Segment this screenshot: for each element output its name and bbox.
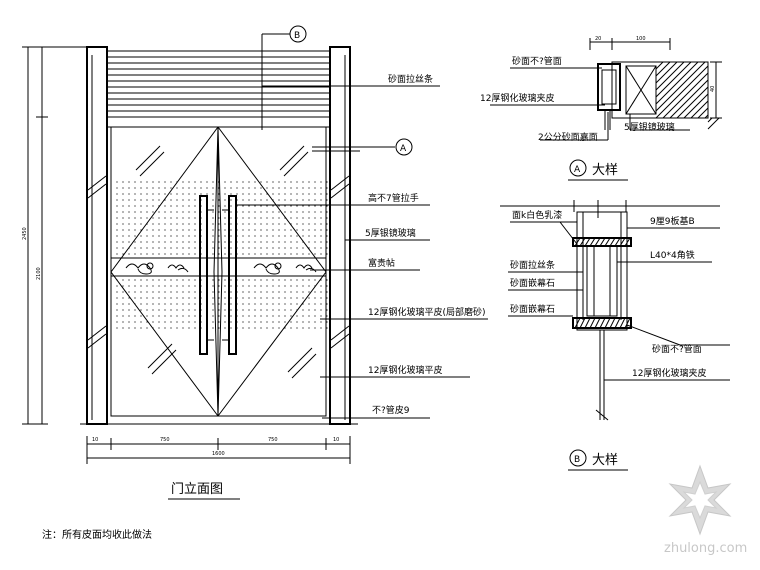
left-diamond	[110, 126, 219, 417]
right-pillar	[329, 46, 351, 425]
label-emblem: 富贵帖	[368, 257, 395, 269]
dim-bottom-total: 1600	[212, 451, 225, 457]
detail-a-marker-circle	[569, 159, 587, 177]
detail-b-label-mid-right: L40*4角铁	[650, 249, 695, 261]
right-handle	[228, 195, 237, 355]
right-emblem	[253, 262, 317, 275]
footnote: 注：所有皮面均收此做法	[42, 528, 152, 541]
marker-b-letter: B	[294, 31, 300, 41]
marker-b-circle	[289, 25, 307, 43]
detail-a-label-left: 12厚钢化玻璃夹皮	[480, 92, 554, 104]
right-diamond	[217, 126, 327, 417]
dim-bottom-right: 10	[333, 437, 339, 443]
detail-a-wall	[611, 61, 709, 119]
detail-b-label-bottom-left: 砂面嵌幕石	[510, 303, 555, 315]
dim-door-height: 2100	[36, 267, 42, 280]
detail-a-profile	[597, 63, 621, 111]
detail-a-label-bottom-right: 5厚银镜玻璃	[624, 121, 675, 133]
label-handle: 高不7管拉手	[368, 192, 419, 204]
detail-b-bottom-band	[572, 317, 632, 329]
detail-b-title: 大样	[592, 453, 618, 468]
detail-a: 20 100 40 砂面不?管面 12厚钢化玻璃夹皮 2公分砂面嘉面 5厚银镜玻…	[480, 36, 722, 181]
detail-a-title: 大样	[592, 163, 618, 178]
left-handle	[199, 195, 208, 355]
detail-a-core	[625, 65, 657, 115]
watermark-site: zhulong.com	[664, 541, 747, 556]
detail-b-top-band	[572, 237, 632, 247]
frosted-pattern	[116, 181, 328, 329]
elevation-title: 门立面图	[171, 482, 223, 497]
detail-b-marker-letter: B	[574, 455, 580, 465]
dim-bottom-left: 10	[92, 437, 98, 443]
detail-b-marker-circle	[569, 449, 587, 467]
left-door-leaf	[110, 126, 219, 417]
label-top-band: 砂面拉丝条	[388, 73, 433, 85]
detail-b-label-low-left: 砂面嵌幕石	[510, 277, 555, 289]
right-door-leaf	[217, 126, 327, 417]
detail-b-core	[586, 245, 618, 317]
top-strip-band	[106, 50, 331, 118]
detail-b-label-top-left: 面k白色乳漆	[512, 209, 562, 221]
detail-b-label-low-right: 砂面不?管面	[652, 343, 702, 355]
left-emblem	[125, 262, 189, 275]
detail-a-label-top: 砂面不?管面	[512, 55, 562, 67]
marker-a-letter: A	[400, 144, 407, 154]
detail-a-dim3: 40	[710, 86, 716, 92]
label-glass-mid: 12厚钢化玻璃平皮(局部磨砂)	[368, 306, 485, 318]
dim-bottom-mid1: 750	[160, 437, 170, 443]
marker-a-circle	[395, 138, 413, 156]
detail-b-label-bottom-right: 12厚钢化玻璃夹皮	[632, 367, 706, 379]
detail-b-label-top-right: 9厘9板基B	[650, 215, 695, 227]
detail-b-post	[576, 211, 628, 331]
label-glass-side: 5厚银镜玻璃	[365, 227, 416, 239]
label-base: 不?管皮9	[372, 404, 410, 416]
left-pillar	[86, 46, 108, 425]
watermark: zhulong.com	[664, 464, 747, 556]
transom	[106, 116, 331, 128]
door-elevation: 2450 2100 10 750 750 10 1600 门立面图 B A 砂面…	[22, 25, 488, 500]
detail-a-label-bottom-left: 2公分砂面嘉面	[538, 131, 598, 143]
detail-a-dim2: 100	[636, 36, 646, 42]
detail-a-marker-letter: A	[574, 165, 581, 175]
dim-overall-height: 2450	[22, 227, 28, 240]
detail-b: 面k白色乳漆 9厘9板基B L40*4角铁 砂面拉丝条 砂面嵌幕石 砂面嵌幕石 …	[500, 200, 730, 471]
detail-b-label-mid-left: 砂面拉丝条	[510, 259, 555, 271]
detail-a-dim1: 20	[595, 36, 601, 42]
dim-bottom-mid2: 750	[268, 437, 278, 443]
watermark-logo	[668, 464, 732, 536]
label-glass-low: 12厚钢化玻璃平皮	[368, 364, 442, 376]
